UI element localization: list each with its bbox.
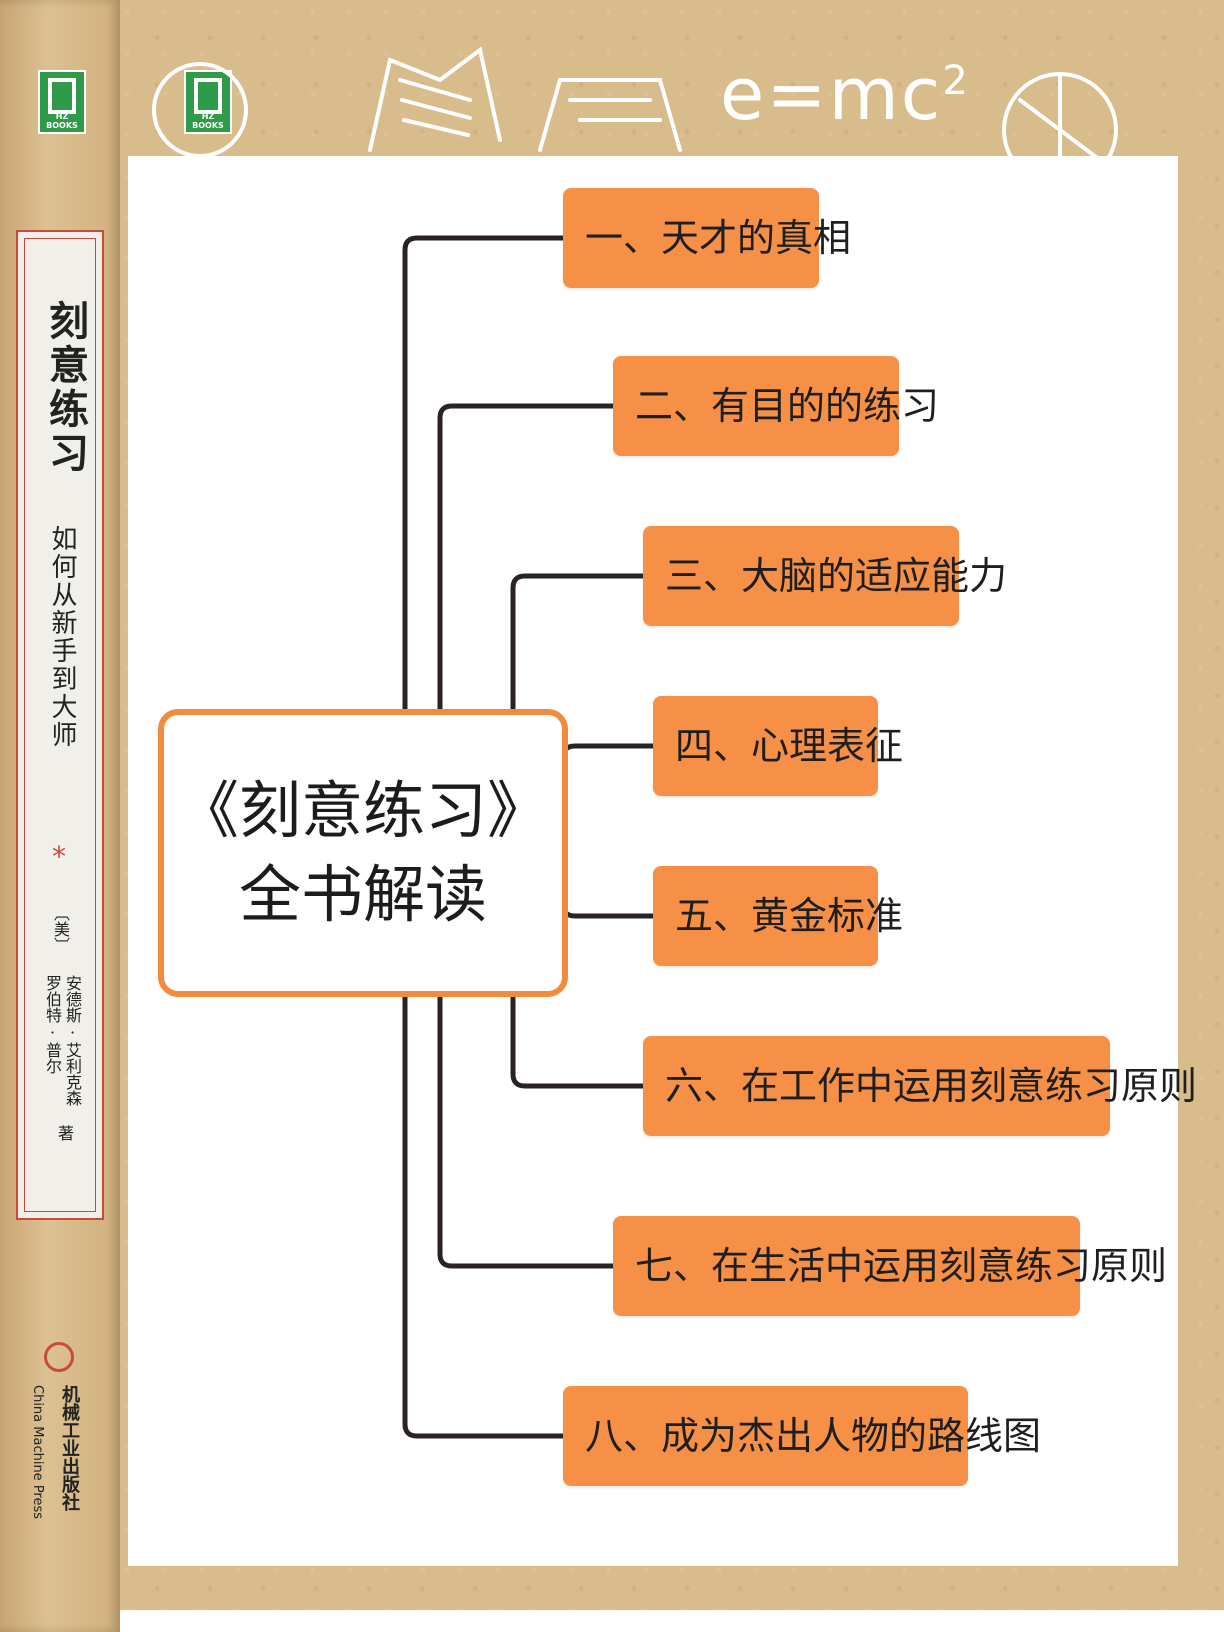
connector-4 [560,743,653,766]
imprint-logo: HZ BOOKS [38,70,86,134]
branch-node-6: 六、在工作中运用刻意练习原则 [643,1036,1197,1136]
spine-author-suffix: 著 [55,1125,74,1141]
mindmap-connectors [402,235,653,1439]
central-topic-node: 《刻意练习》 全书解读 [158,709,568,997]
imprint-logo-text: HZ BOOKS [192,112,224,130]
spine-author-country: 〔美〕 [51,905,70,953]
connector-7 [437,997,613,1269]
spine-publisher-en: China Machine Press [30,1385,45,1520]
imprint-logo-front: HZ BOOKS [184,70,232,134]
branch-node-7: 七、在生活中运用刻意练习原则 [613,1216,1167,1316]
formula-doodle: e=mc2 [720,52,970,136]
connector-1 [402,235,563,709]
connector-2 [437,403,613,709]
connector-5 [560,896,653,919]
branch-node-4: 四、心理表征 [653,696,903,796]
branch-node-3: 三、大脑的适应能力 [643,526,1007,626]
connector-3 [510,573,643,709]
imprint-logo-mark-icon [194,78,222,114]
spine-title: 刻意练习 [42,300,89,476]
central-topic-subtitle: 全书解读 [238,858,487,931]
doodle-illustrations-icon [152,46,1118,160]
mindmap-panel: 《刻意练习》 全书解读 一、天才的真相 二、有目的的练习 三、大脑的适应能力 四… [128,156,1197,1566]
spine-author-1: 安德斯·艾利克森 [63,975,82,1106]
branch-node-1: 一、天才的真相 [563,188,851,288]
branch-node-8: 八、成为杰出人物的路线图 [563,1386,1041,1486]
spine-publisher: 机械工业出版社 [59,1385,80,1511]
connector-8 [402,997,563,1439]
imprint-logo-text: HZ BOOKS [46,112,78,130]
spine-label-panel [16,230,104,1220]
connector-6 [510,997,643,1089]
spine-subtitle: 如何从新手到大师 [47,525,77,749]
central-topic-title: 《刻意练习》 [176,774,549,848]
spine-author-2: 罗伯特·普尔 [43,975,62,1074]
branch-node-2: 二、有目的的练习 [613,356,939,456]
branch-node-5: 五、黄金标准 [653,866,903,966]
publisher-logo-icon [44,1342,74,1372]
spine-star: * [52,840,66,873]
imprint-logo-mark-icon [48,78,76,114]
